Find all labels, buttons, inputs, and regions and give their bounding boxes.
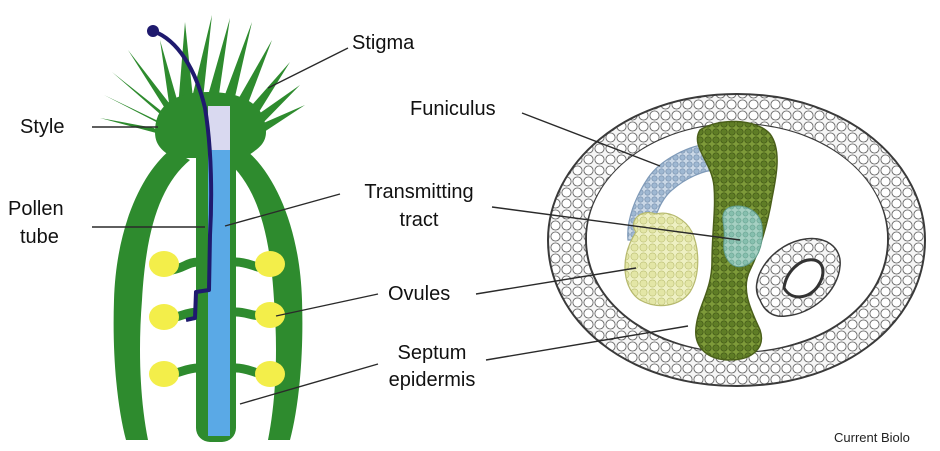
- label-ovules: Ovules: [388, 282, 450, 306]
- label-transmitting-tract-line1: Transmitting: [348, 180, 490, 204]
- pollen-grain: [147, 25, 159, 37]
- label-septum-epidermis-line1: Septum: [380, 341, 484, 365]
- label-septum-epidermis-line2: epidermis: [380, 368, 484, 392]
- ovule: [149, 304, 179, 330]
- ovule: [149, 251, 179, 277]
- label-pollen-tube-line2: tube: [20, 225, 59, 249]
- journal-credit: Current Biolo: [834, 430, 910, 445]
- leader-stigma: [268, 48, 348, 88]
- ovule: [255, 361, 285, 387]
- label-transmitting-tract-line2: tract: [348, 208, 490, 232]
- ovary-wall-left: [114, 150, 190, 440]
- label-stigma: Stigma: [352, 31, 414, 55]
- pistil-schematic: [100, 15, 305, 442]
- label-pollen-tube-line1: Pollen: [8, 197, 64, 221]
- label-funiculus: Funiculus: [410, 97, 496, 121]
- ovule: [255, 251, 285, 277]
- ovule: [149, 361, 179, 387]
- label-style: Style: [20, 115, 64, 139]
